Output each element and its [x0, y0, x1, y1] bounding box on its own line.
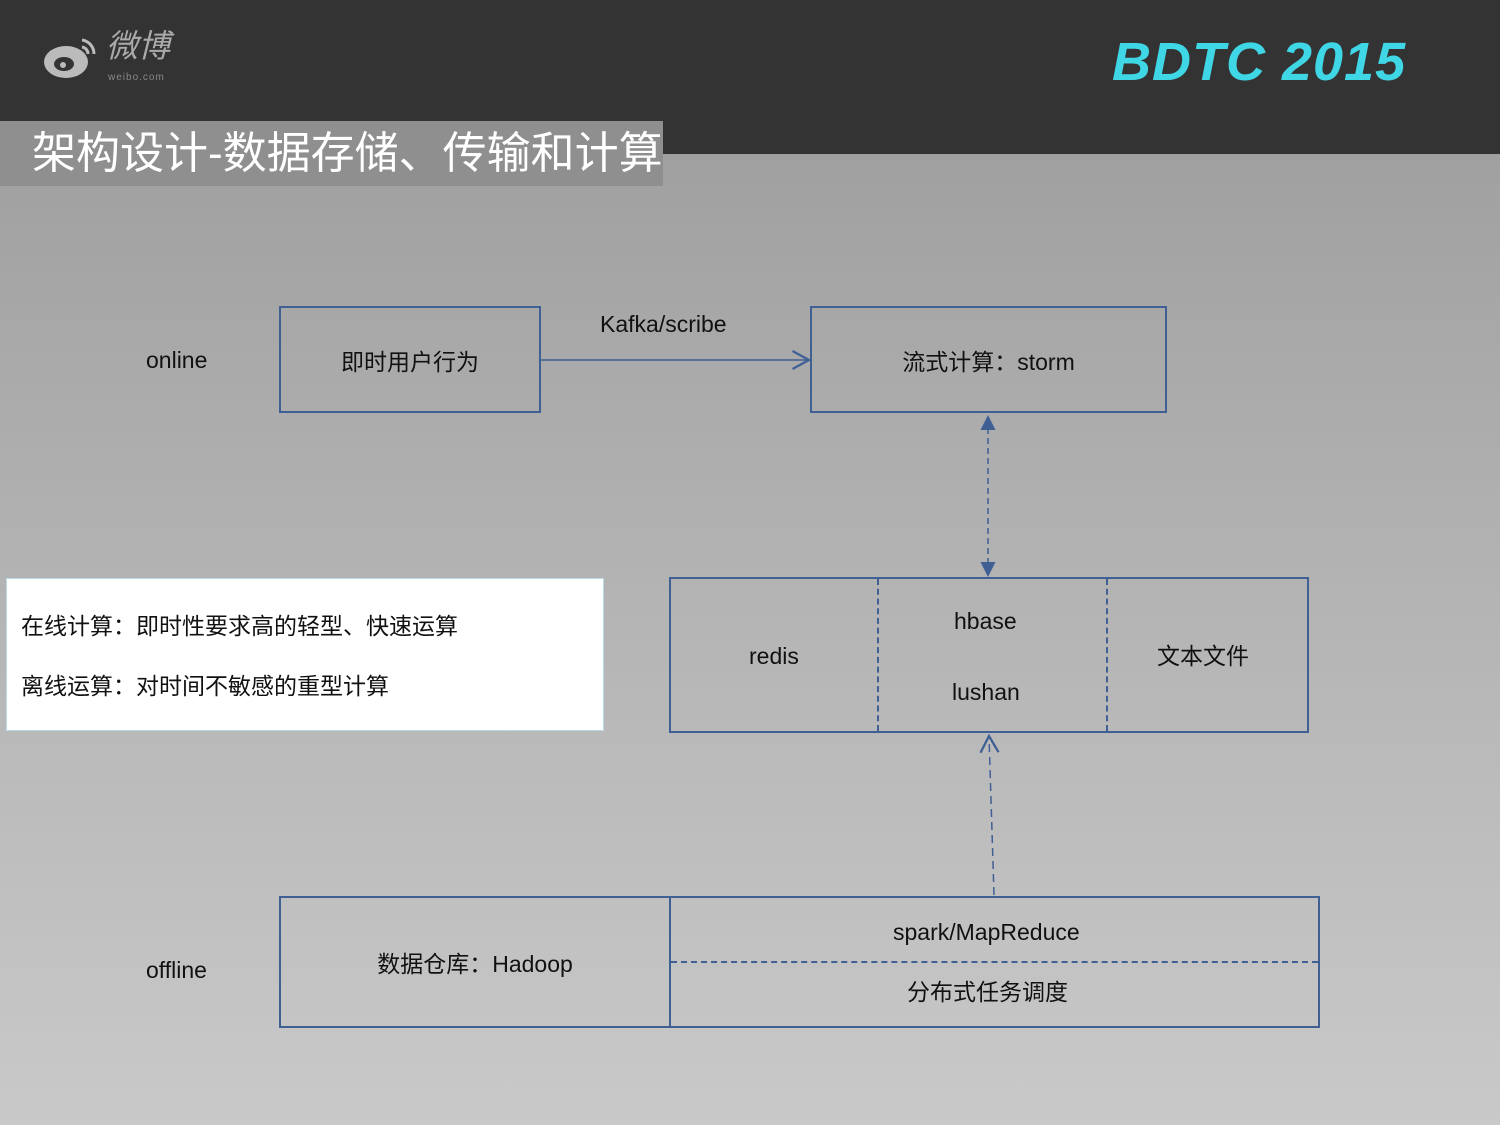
page-title: 架构设计-数据存储、传输和计算	[0, 121, 663, 186]
note-online: 在线计算：即时性要求高的轻型、快速运算	[21, 613, 458, 639]
redis-label: redis	[749, 643, 799, 669]
divider	[671, 961, 1318, 963]
spark-storage-arrow	[979, 733, 1000, 896]
offline-label: offline	[146, 957, 207, 983]
header-band	[663, 121, 1500, 154]
text-files-label: 文本文件	[1157, 643, 1249, 669]
brand-logo: BDTC 2015	[1112, 32, 1407, 92]
weibo-eye-icon	[44, 38, 96, 78]
weibo-logo: 微博 weibo.com	[42, 28, 202, 92]
scheduler-label: 分布式任务调度	[907, 979, 1068, 1005]
stream-box: 流式计算：storm	[810, 306, 1167, 413]
logo-text: 微博	[106, 28, 171, 64]
divider	[1106, 579, 1108, 731]
transport-label: Kafka/scribe	[600, 311, 727, 337]
notes-box: 在线计算：即时性要求高的轻型、快速运算 离线运算：对时间不敏感的重型计算	[6, 578, 604, 731]
warehouse-box: 数据仓库：Hadoop	[279, 896, 671, 1028]
divider	[877, 579, 879, 731]
user-behavior-box: 即时用户行为	[279, 306, 541, 413]
header-bar	[0, 0, 1500, 121]
compute-box	[669, 896, 1320, 1028]
note-offline: 离线运算：对时间不敏感的重型计算	[21, 673, 389, 699]
storage-box	[669, 577, 1309, 733]
logo-subtext: weibo.com	[108, 72, 165, 83]
spark-label: spark/MapReduce	[893, 919, 1080, 945]
hbase-label: hbase	[954, 608, 1017, 634]
lushan-label: lushan	[952, 679, 1020, 705]
online-label: online	[146, 347, 208, 373]
